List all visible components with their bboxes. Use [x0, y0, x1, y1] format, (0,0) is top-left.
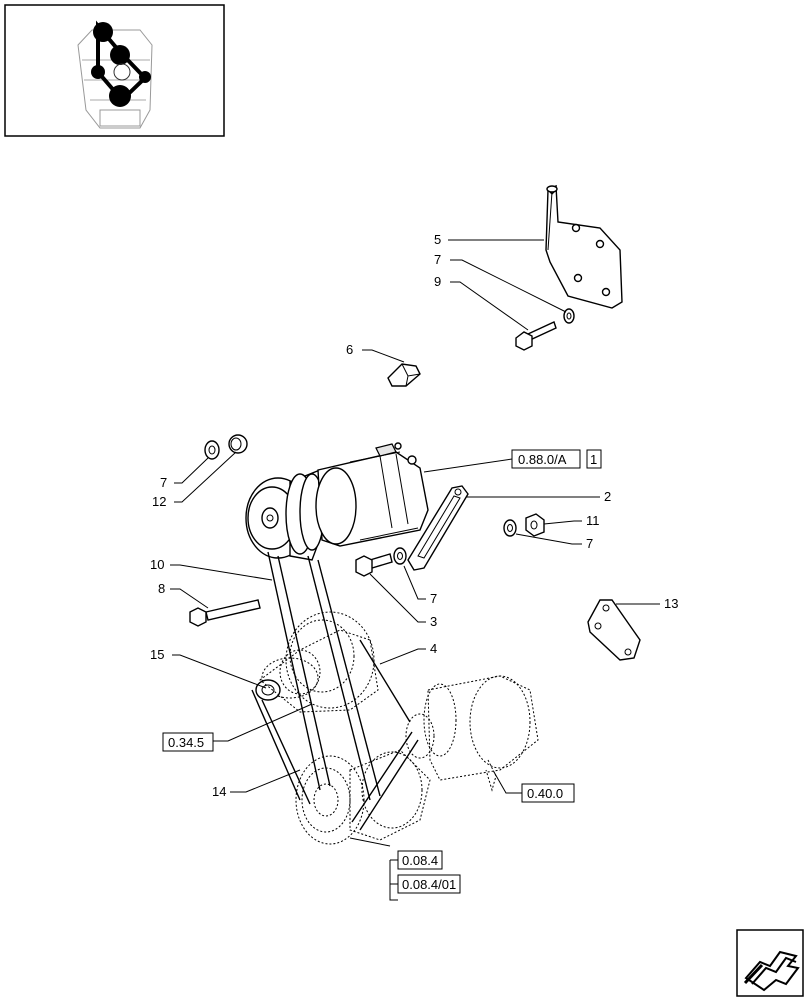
reference-1[interactable]: 1 — [586, 449, 602, 469]
callout-5: 5 — [434, 232, 441, 247]
bolt-part — [515, 321, 557, 351]
reference-label: 0.88.0/A — [518, 452, 567, 467]
reference-label: 0.34.5 — [168, 735, 204, 750]
reference-0-34-5[interactable]: 0.34.5 — [162, 732, 214, 752]
callout-7: 7 — [586, 536, 593, 551]
leader-lines — [170, 239, 660, 901]
engine-thumbnail-icon — [77, 20, 153, 129]
reference-0-08-4[interactable]: 0.08.4 — [397, 850, 443, 870]
callouts: 5 7 9 6 7 12 2 11 7 10 8 7 3 13 4 15 14 — [150, 232, 678, 799]
callout-15: 15 — [150, 647, 164, 662]
reference-0-88-0-a[interactable]: 0.88.0/A — [511, 449, 581, 469]
bolt-part — [355, 553, 393, 577]
washer-part — [503, 519, 517, 537]
callout-13: 13 — [664, 596, 678, 611]
callout-14: 14 — [212, 784, 226, 799]
callout-6: 6 — [346, 342, 353, 357]
callout-8: 8 — [158, 581, 165, 596]
reference-label: 0.08.4 — [402, 853, 438, 868]
next-page-arrow-icon[interactable] — [736, 929, 804, 997]
callout-3: 3 — [430, 614, 437, 629]
reference-label: 0.40.0 — [527, 786, 563, 801]
engine-pulleys-part — [255, 611, 539, 845]
callout-4: 4 — [430, 641, 437, 656]
compressor-part — [245, 442, 429, 561]
callout-7: 7 — [430, 591, 437, 606]
reference-0-40-0[interactable]: 0.40.0 — [521, 783, 575, 803]
reference-0-08-4-01[interactable]: 0.08.4/01 — [397, 874, 461, 894]
key-part — [387, 363, 421, 387]
adjust-bracket-part — [407, 485, 469, 571]
callout-12: 12 — [152, 494, 166, 509]
nut-part — [525, 513, 545, 537]
belt-part — [251, 639, 419, 831]
callout-7: 7 — [434, 252, 441, 267]
bolt-part — [189, 599, 261, 627]
bracket-part — [545, 184, 623, 309]
washer-part — [563, 308, 575, 324]
spacer-part — [228, 434, 248, 454]
callout-7: 7 — [160, 475, 167, 490]
callout-10: 10 — [150, 557, 164, 572]
belt-part — [267, 551, 381, 801]
washer-part — [204, 440, 220, 460]
reference-label: 1 — [590, 452, 597, 467]
reference-label: 0.08.4/01 — [402, 877, 456, 892]
callout-11: 11 — [586, 513, 600, 528]
thumbnail — [4, 4, 225, 137]
callout-2: 2 — [604, 489, 611, 504]
plate-part — [587, 599, 641, 661]
washer-part — [393, 547, 407, 565]
callout-9: 9 — [434, 274, 441, 289]
